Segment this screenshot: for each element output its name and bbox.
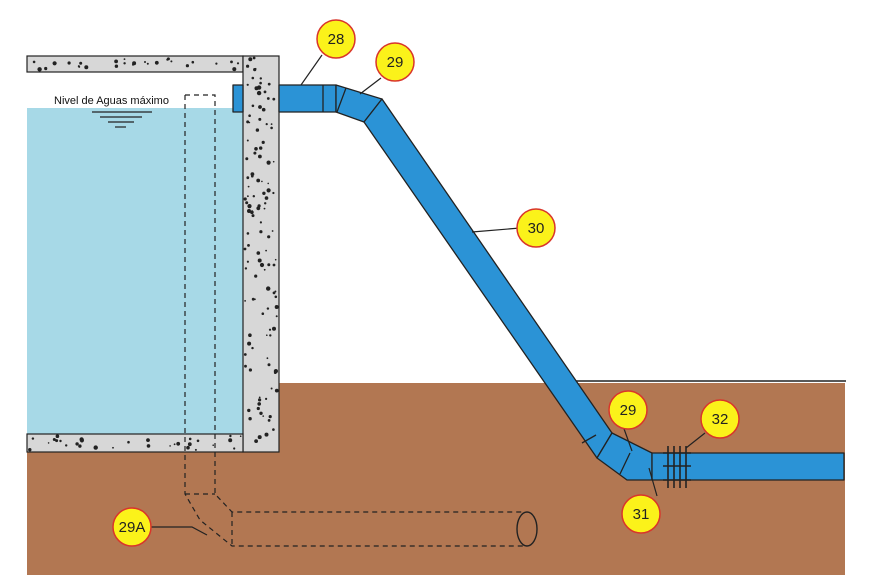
concrete-tank bbox=[26, 55, 280, 453]
drain-pipe-end bbox=[516, 511, 538, 547]
callout-29-bottom-label: 29 bbox=[620, 402, 637, 419]
callout-32: 32 bbox=[700, 399, 740, 439]
hidden-drain-pipe bbox=[184, 94, 527, 547]
callout-31-label: 31 bbox=[633, 506, 650, 523]
pipe-outlet-segment bbox=[278, 84, 337, 113]
tank-water bbox=[27, 108, 243, 434]
callout-29A-label: 29A bbox=[119, 519, 146, 536]
callout-30-label: 30 bbox=[528, 220, 545, 237]
main-pipe bbox=[232, 84, 845, 481]
callout-32-label: 32 bbox=[712, 411, 729, 428]
water-level-label: Nivel de Aguas máximo bbox=[54, 95, 169, 107]
callout-28-label: 28 bbox=[328, 31, 345, 48]
lower-elbow bbox=[596, 432, 653, 481]
leader-lines bbox=[150, 54, 706, 536]
callout-29-top: 29 bbox=[375, 42, 415, 82]
pipe-coupling bbox=[663, 446, 691, 488]
callout-29-bottom: 29 bbox=[608, 390, 648, 430]
callout-28: 28 bbox=[316, 19, 356, 59]
water-level-marker: Nivel de Aguas máximo bbox=[54, 95, 169, 128]
callout-30: 30 bbox=[516, 208, 556, 248]
callout-29A: 29A bbox=[112, 507, 152, 547]
callout-31: 31 bbox=[621, 494, 661, 534]
callout-29-top-label: 29 bbox=[387, 54, 404, 71]
